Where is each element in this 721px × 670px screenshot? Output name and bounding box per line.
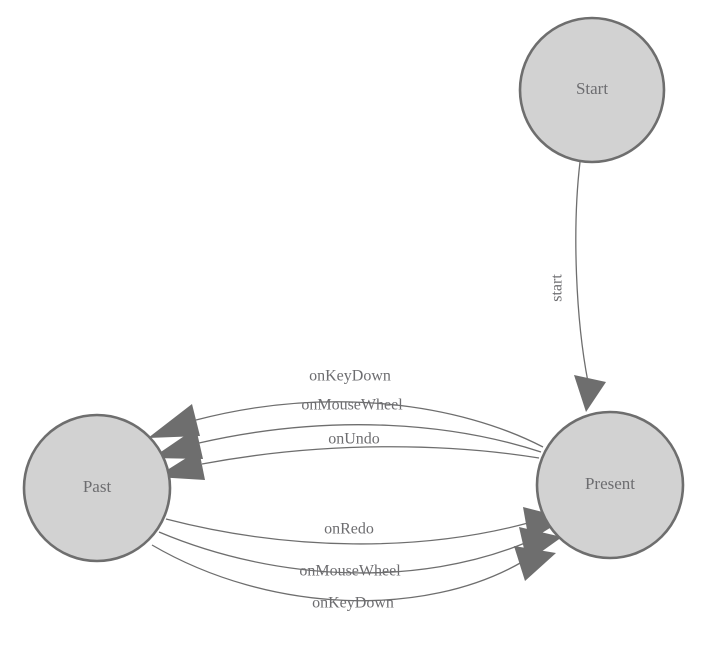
edge-path — [165, 518, 529, 545]
edge-label-onmousewheel-upper: onMouseWheel — [301, 397, 403, 414]
node-circle — [518, 16, 666, 164]
node-present[interactable]: Present — [535, 410, 685, 560]
edge-path — [195, 401, 544, 448]
arrowhead-icon — [574, 375, 606, 412]
edge-label-start: start — [549, 274, 566, 302]
node-group: Start Past Present — [22, 16, 685, 563]
edge-path — [201, 446, 540, 465]
node-circle — [535, 410, 685, 560]
node-start[interactable]: Start — [518, 16, 666, 164]
arrowhead-icon — [514, 546, 556, 581]
edge-path — [575, 161, 589, 383]
edge-label-onredo: onRedo — [324, 521, 374, 538]
edge-label-onkeydown-upper: onKeyDown — [309, 368, 391, 385]
edge-start-to-present[interactable]: start — [549, 161, 606, 412]
edge-present-to-past-onkeydown[interactable]: onKeyDown — [148, 368, 544, 448]
edge-path — [198, 424, 542, 453]
edge-path — [151, 544, 523, 602]
node-circle — [22, 413, 172, 563]
arrowhead-icon — [148, 404, 200, 438]
edge-path — [158, 531, 526, 574]
edge-label-onkeydown-lower: onKeyDown — [312, 595, 394, 612]
edge-label-onundo: onUndo — [328, 431, 380, 448]
node-label-past: Past — [83, 477, 112, 496]
edge-past-to-present-onredo[interactable]: onRedo — [165, 507, 566, 545]
node-label-start: Start — [576, 79, 608, 98]
node-past[interactable]: Past — [22, 413, 172, 563]
node-label-present: Present — [585, 474, 635, 493]
edge-group: start onKeyDown onMouseWheel onUndo — [148, 161, 606, 612]
edge-present-to-past-onundo[interactable]: onUndo — [156, 431, 540, 480]
edge-past-to-present-onkeydown[interactable]: onKeyDown — [151, 544, 556, 612]
arrowhead-icon — [152, 428, 203, 459]
edge-present-to-past-onmousewheel[interactable]: onMouseWheel — [152, 397, 542, 459]
edge-label-onmousewheel-lower: onMouseWheel — [299, 563, 401, 580]
